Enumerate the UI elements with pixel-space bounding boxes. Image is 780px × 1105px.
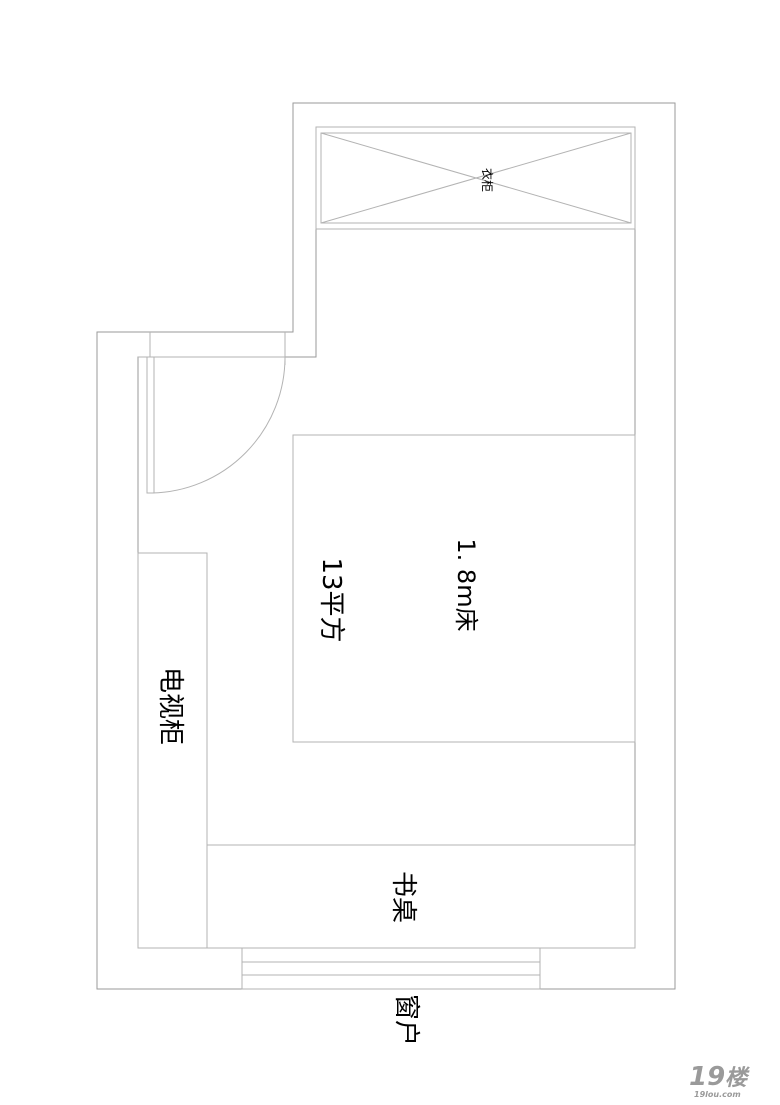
tv-cabinet: 电视柜 xyxy=(137,552,208,949)
desk: 书桌 xyxy=(206,844,636,949)
window: 窗户 xyxy=(241,947,541,1046)
wardrobe: 衣柜 xyxy=(315,126,636,230)
inner-wall xyxy=(137,126,636,949)
watermark-number: 19 xyxy=(689,1062,725,1092)
desk-label: 书桌 xyxy=(388,871,418,923)
area-label: 13平方 xyxy=(316,557,346,642)
watermark-char: 楼 xyxy=(725,1066,750,1091)
watermark: 19 楼 19lou.com xyxy=(689,1062,750,1099)
door-swing-arc xyxy=(151,357,286,494)
wardrobe-label: 衣柜 xyxy=(480,168,495,192)
watermark-site: 19lou.com xyxy=(694,1090,741,1099)
bed: 1. 8m床 xyxy=(292,434,636,743)
window-label: 窗户 xyxy=(391,994,421,1046)
bed-label: 1. 8m床 xyxy=(452,538,480,631)
tv-cabinet-label: 电视柜 xyxy=(155,667,185,745)
door[interactable] xyxy=(138,332,286,494)
outer-wall xyxy=(96,102,676,990)
